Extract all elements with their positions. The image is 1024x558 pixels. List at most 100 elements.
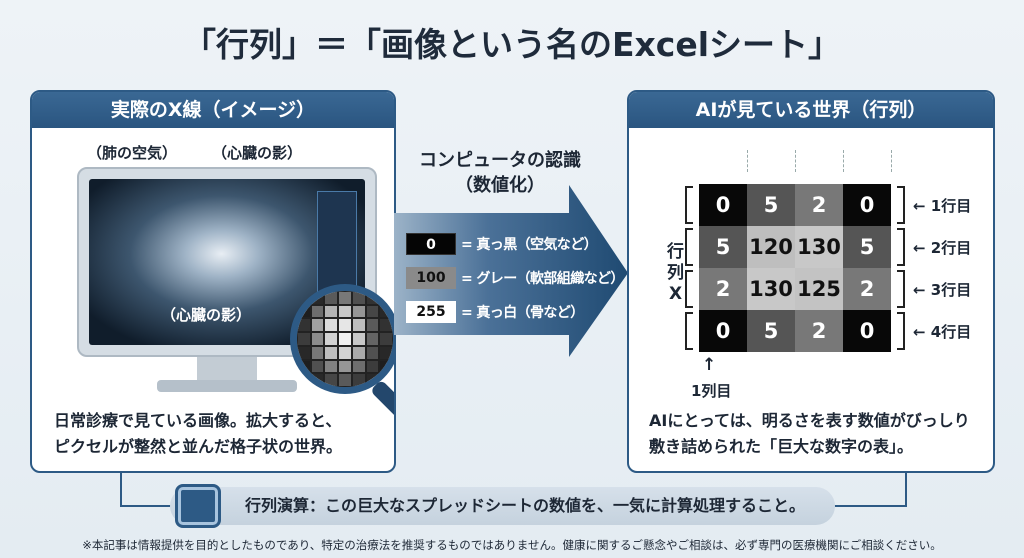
pixel — [379, 318, 393, 333]
label-lung: （肺の空気） — [87, 144, 178, 162]
magnifier-icon — [290, 284, 394, 394]
matrix-cell: 2 — [699, 268, 747, 310]
row-label: ← 3行目 — [913, 281, 972, 299]
pixel — [365, 291, 380, 305]
legend-text: = グレー（軟部組織など） — [461, 271, 624, 287]
pixel — [310, 345, 325, 360]
legend-item-white: 255= 真っ白（骨など） — [406, 300, 624, 324]
pixel — [297, 318, 311, 333]
matrix-cell: 5 — [747, 184, 795, 226]
legend-item-black: 0 = 真っ黒（空気など） — [406, 232, 624, 256]
pixel — [365, 332, 380, 346]
matrix-label-char: 列 — [667, 263, 684, 283]
page-title: 「行列」＝「画像という名のExcelシート」 — [182, 25, 842, 64]
pixel — [379, 345, 393, 360]
matrix-label: 行 列 X — [667, 242, 684, 305]
value-legend: 0 = 真っ黒（空気など） 100 = グレー（軟部組織など） 255= 真っ白（骨… — [406, 232, 624, 324]
pixel — [351, 304, 366, 319]
row-bracket-right — [897, 270, 905, 308]
matrix-cell: 130 — [795, 226, 843, 268]
matrix-cell: 0 — [843, 184, 891, 226]
pixel — [365, 304, 380, 319]
arrow-heading-line1: コンピュータの認識 — [419, 150, 581, 171]
magnifier-handle — [369, 379, 394, 430]
pixel — [338, 373, 352, 387]
matrix-cell: 2 — [795, 184, 843, 226]
column-arrow: ↑ — [702, 355, 717, 375]
matrix-cell: 5 — [843, 226, 891, 268]
xray-panel-header: 実際のX線（イメージ） — [32, 92, 394, 128]
connector-right — [905, 472, 907, 507]
matrix-cell: 0 — [843, 310, 891, 352]
matrix-cell: 5 — [699, 226, 747, 268]
chip-icon — [178, 487, 218, 525]
pixel — [351, 359, 366, 374]
pixel — [324, 345, 339, 360]
pixel — [338, 318, 352, 333]
disclaimer: ※本記事は情報提供を目的としたものであり、特定の治療法を推奨するものではありませ… — [82, 538, 942, 552]
row-bracket-right — [897, 312, 905, 350]
pixel — [310, 332, 325, 346]
pixel — [297, 373, 311, 387]
monitor-base — [157, 380, 297, 392]
matrix-cell: 0 — [699, 310, 747, 352]
matrix-caption-line1: AIにとっては、明るさを表す数値がびっしり — [649, 411, 970, 430]
pixel — [297, 359, 311, 374]
row-bracket-left — [685, 312, 693, 350]
pixel — [379, 291, 393, 305]
matrix-caption: AIにとっては、明るさを表す数値がびっしり 敷き詰められた「巨大な数字の表」。 — [649, 408, 970, 460]
monitor-stand — [197, 357, 257, 382]
pixel — [324, 291, 339, 305]
column-guide — [843, 150, 844, 172]
legend-text: = 真っ黒（空気など） — [461, 237, 598, 253]
connector-left — [120, 472, 122, 507]
pixel — [379, 359, 393, 374]
row-label: ← 1行目 — [913, 197, 972, 215]
pixel — [338, 332, 352, 346]
row-bracket-right — [897, 186, 905, 224]
legend-swatch-black: 0 — [406, 233, 456, 255]
pixel — [297, 345, 311, 360]
legend-swatch-gray: 100 — [406, 267, 456, 289]
label-heart-top: （心臓の影） — [212, 144, 303, 162]
column-guide — [891, 150, 892, 172]
pixel — [379, 332, 393, 346]
pixel — [297, 304, 311, 319]
pixel — [310, 359, 325, 374]
column-guide — [747, 150, 748, 172]
pixel — [310, 304, 325, 319]
pixel — [338, 359, 352, 374]
arrow-heading-line2: （数値化） — [455, 175, 545, 196]
pixel — [310, 291, 325, 305]
row-label: ← 2行目 — [913, 239, 972, 257]
pixel — [351, 345, 366, 360]
matrix-cell: 0 — [699, 184, 747, 226]
matrix-panel-header: AIが見ている世界（行列） — [629, 92, 993, 128]
arrow-heading: コンピュータの認識 （数値化） — [400, 148, 600, 198]
pixel — [297, 332, 311, 346]
pixel — [351, 373, 366, 387]
matrix-cell: 2 — [795, 310, 843, 352]
pixel — [379, 304, 393, 319]
matrix-operation-banner: 行列演算：この巨大なスプレッドシートの数値を、一気に計算処理すること。 — [170, 487, 835, 525]
pixel — [338, 345, 352, 360]
matrix-cell: 5 — [747, 310, 795, 352]
matrix-caption-line2: 敷き詰められた「巨大な数字の表」。 — [649, 437, 914, 456]
pixel — [351, 291, 366, 305]
pixel — [324, 332, 339, 346]
matrix-cell: 2 — [843, 268, 891, 310]
column-label: 1列目 — [691, 382, 732, 400]
pixel — [324, 373, 339, 387]
legend-text: = 真っ白（骨など） — [461, 305, 584, 321]
row-bracket-left — [685, 186, 693, 224]
legend-item-gray: 100 = グレー（軟部組織など） — [406, 266, 624, 290]
pixel — [324, 304, 339, 319]
matrix-cell: 125 — [795, 268, 843, 310]
connector-right-h — [830, 505, 907, 507]
label-heart-center: （心臓の影） — [161, 306, 252, 324]
xray-caption-line1: 日常診療で見ている画像。拡大すると、 — [54, 411, 342, 430]
row-label: ← 4行目 — [913, 323, 972, 341]
column-guide — [795, 150, 796, 172]
